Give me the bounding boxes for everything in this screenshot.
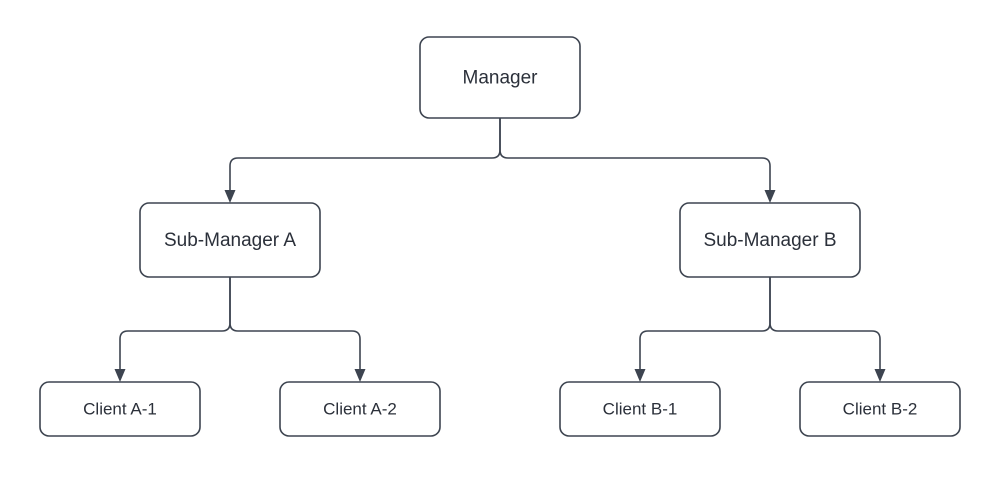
node-sub-manager-b[interactable]: Sub-Manager B bbox=[679, 202, 861, 278]
node-client-b-1[interactable]: Client B-1 bbox=[559, 381, 721, 437]
edge-manager-to-sub-a-arrowhead-icon bbox=[224, 190, 236, 203]
edge-sub-a-to-client-a-1-arrowhead-icon bbox=[114, 369, 126, 382]
edge-sub-a-to-client-a-2 bbox=[229, 277, 366, 382]
node-sub-manager-a-box[interactable] bbox=[139, 202, 321, 278]
edge-sub-a-to-client-a-2-line bbox=[229, 277, 361, 369]
node-client-b-1-label: Client B-1 bbox=[603, 399, 678, 418]
edge-manager-to-sub-b bbox=[499, 118, 776, 203]
edge-manager-to-sub-a-line bbox=[229, 118, 501, 190]
edge-sub-a-to-client-a-1 bbox=[114, 277, 231, 382]
edge-sub-a-to-client-a-2-arrowhead-icon bbox=[354, 369, 366, 382]
node-sub-manager-a-label: Sub-Manager A bbox=[164, 230, 296, 251]
edge-manager-to-sub-b-line bbox=[499, 118, 771, 190]
edge-sub-b-to-client-b-1 bbox=[634, 277, 771, 382]
edge-sub-b-to-client-b-2-line bbox=[769, 277, 881, 369]
node-sub-manager-b-box[interactable] bbox=[679, 202, 861, 278]
node-manager[interactable]: Manager bbox=[419, 36, 581, 119]
node-client-b-2[interactable]: Client B-2 bbox=[799, 381, 961, 437]
node-client-b-2-box[interactable] bbox=[799, 381, 961, 437]
node-client-a-1[interactable]: Client A-1 bbox=[39, 381, 201, 437]
edge-sub-b-to-client-b-1-arrowhead-icon bbox=[634, 369, 646, 382]
node-sub-manager-b-label: Sub-Manager B bbox=[703, 230, 836, 251]
edge-sub-b-to-client-b-1-line bbox=[639, 277, 771, 369]
node-client-a-1-box[interactable] bbox=[39, 381, 201, 437]
node-sub-manager-a[interactable]: Sub-Manager A bbox=[139, 202, 321, 278]
node-client-b-2-label: Client B-2 bbox=[843, 399, 918, 418]
node-client-a-2[interactable]: Client A-2 bbox=[279, 381, 441, 437]
node-client-a-2-box[interactable] bbox=[279, 381, 441, 437]
node-client-a-2-label: Client A-2 bbox=[323, 399, 397, 418]
node-manager-label: Manager bbox=[463, 68, 539, 89]
edge-sub-a-to-client-a-1-line bbox=[119, 277, 231, 369]
node-manager-box[interactable] bbox=[419, 36, 581, 119]
edge-sub-b-to-client-b-2 bbox=[769, 277, 886, 382]
edge-sub-b-to-client-b-2-arrowhead-icon bbox=[874, 369, 886, 382]
edge-manager-to-sub-a bbox=[224, 118, 501, 203]
node-client-a-1-label: Client A-1 bbox=[83, 399, 157, 418]
edges-layer bbox=[114, 118, 886, 382]
node-client-b-1-box[interactable] bbox=[559, 381, 721, 437]
edge-manager-to-sub-b-arrowhead-icon bbox=[764, 190, 776, 203]
